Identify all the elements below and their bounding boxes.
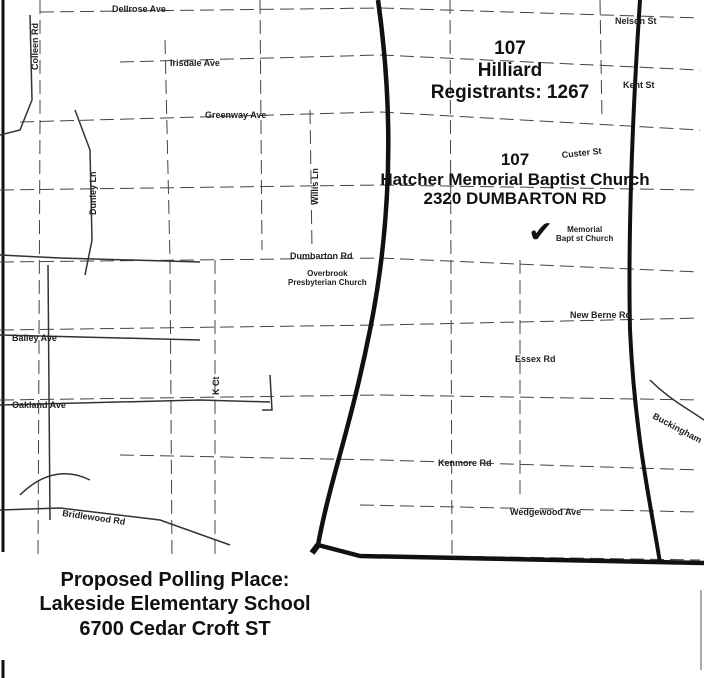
proposed-address: 6700 Cedar Croft ST <box>79 617 271 640</box>
local-roads <box>0 14 704 546</box>
proposed-name: Lakeside Elementary School <box>39 593 311 616</box>
precinct-number: 107 <box>494 38 526 59</box>
precinct-boundary-east <box>627 0 662 564</box>
street-label-bailey: Bailey Ave <box>12 333 57 343</box>
polling-place-check-icon: ✔ <box>528 215 554 250</box>
street-label-colleen: Colleen Rd <box>30 23 40 70</box>
street-label-greenway: Greenway Ave <box>205 110 266 120</box>
street-label-buckingham: Buckingham <box>651 411 703 445</box>
street-label-dumbarton: Dumbarton Rd <box>290 251 353 261</box>
street-label-k-ct: K Ct <box>211 377 221 396</box>
precinct-label: 107 Hilliard Registrants: 1267 <box>420 38 600 104</box>
precinct-boundary-south-tail <box>309 543 321 555</box>
overbrook-church-map-label: Overbrook Presbyterian Church <box>288 269 367 287</box>
polling-place-name: Hatcher Memorial Baptist Church <box>380 169 650 189</box>
memorial-church-map-label: Memorial Bapt st Church <box>556 225 614 243</box>
street-label-willis: Willis Ln <box>310 168 320 205</box>
street-label-bridlewood: Bridlewood Rd <box>62 508 126 527</box>
street-label-kenmore: Kenmore Rd <box>438 458 492 468</box>
polling-place-label: 107 Hatcher Memorial Baptist Church 2320… <box>330 150 700 209</box>
street-label-essex: Essex Rd <box>515 354 556 364</box>
precinct-registrants: Registrants: 1267 <box>430 81 590 103</box>
street-label-nelson: Nelson St <box>615 16 657 26</box>
street-grid <box>0 0 701 561</box>
proposed-heading: Proposed Polling Place: <box>60 569 290 591</box>
street-label-wedgewood: Wedgewood Ave <box>510 507 581 517</box>
street-label-kent: Kent St <box>623 80 655 90</box>
street-label-oakland: Oakland Ave <box>12 400 66 410</box>
polling-place-address: 2320 DUMBARTON RD <box>423 189 607 209</box>
street-label-newberne: New Berne Rd <box>570 310 631 320</box>
street-label-irisdale: Irisdale Ave <box>170 58 220 68</box>
street-label-dunley: Dunley Ln <box>88 171 98 215</box>
street-label-custer: Custer St <box>561 146 602 160</box>
precinct-name: Hilliard <box>477 59 543 81</box>
polling-place-number: 107 <box>500 150 530 169</box>
precinct-boundary <box>315 0 704 566</box>
proposed-polling-place: Proposed Polling Place: Lakeside Element… <box>0 568 350 641</box>
street-label-dellrose: Dellrose Ave <box>112 4 166 14</box>
